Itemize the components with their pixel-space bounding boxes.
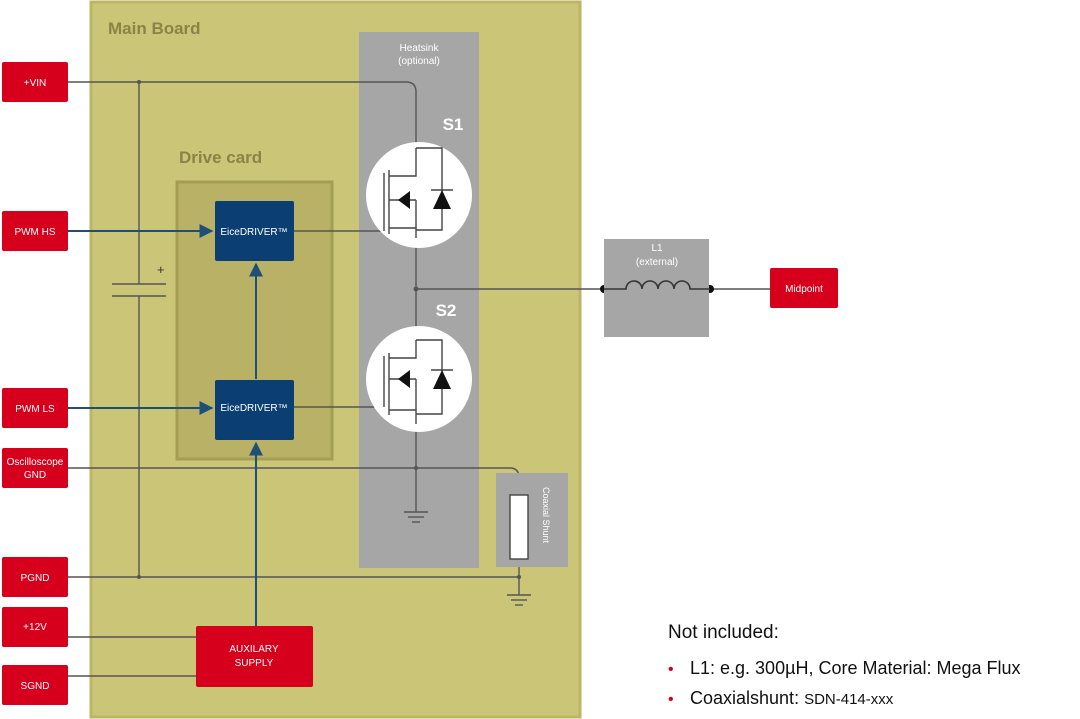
terminal-12v: +12V xyxy=(2,607,68,647)
svg-text:Oscilloscope: Oscilloscope xyxy=(7,457,64,468)
svg-text:PWM HS: PWM HS xyxy=(14,227,55,238)
eicedriver-ls xyxy=(215,380,294,440)
notes-item-inductor: • L1: e.g. 300µH, Core Material: Mega Flu… xyxy=(668,654,1078,684)
not-included-notes: Not included: • L1: e.g. 300µH, Core Mate… xyxy=(668,622,1078,714)
svg-text:Midpoint: Midpoint xyxy=(785,284,823,295)
main-board xyxy=(89,0,582,719)
ground-symbol-s2 xyxy=(404,511,428,523)
svg-text:+VIN: +VIN xyxy=(24,78,47,89)
capacitor-polarity: + xyxy=(157,262,165,277)
s2-label: S2 xyxy=(436,301,457,320)
coaxial-shunt-box xyxy=(496,473,568,567)
terminal-pgnd: PGND xyxy=(2,557,68,597)
notes-title: Not included: xyxy=(668,622,779,643)
svg-text:SGND: SGND xyxy=(21,681,50,692)
bullet-icon: • xyxy=(668,661,674,678)
inductor-label: L1 xyxy=(651,243,663,254)
terminal-pwm-ls: PWM LS xyxy=(2,388,68,428)
inductor-sublabel: (external) xyxy=(636,257,678,268)
capacitor-symbol xyxy=(112,283,166,297)
terminal-vin: +VIN xyxy=(2,62,68,102)
coaxial-shunt-label: Coaxial Shunt xyxy=(541,487,551,544)
svg-text:GND: GND xyxy=(24,470,46,481)
signal-arrows xyxy=(68,224,263,626)
svg-text:PWM LS: PWM LS xyxy=(15,404,55,415)
main-board-title: Main Board xyxy=(108,19,201,38)
eicedriver-ls-label: EiceDRIVER™ xyxy=(220,403,287,414)
eicedriver-hs xyxy=(215,201,294,261)
aux-supply-label-2: SUPPLY xyxy=(235,658,274,669)
bullet-icon: • xyxy=(668,691,674,708)
svg-text:+12V: +12V xyxy=(23,622,47,633)
mosfet-s1 xyxy=(366,142,472,248)
terminal-oscilloscope-gnd: Oscilloscope GND xyxy=(2,448,68,488)
terminal-midpoint: Midpoint xyxy=(770,268,838,308)
mosfet-s2 xyxy=(366,326,472,432)
heatsink-sublabel: (optional) xyxy=(398,56,440,67)
s1-label: S1 xyxy=(443,115,464,134)
ground-symbol-pgnd xyxy=(507,594,531,606)
drive-card-title: Drive card xyxy=(179,148,262,167)
eicedriver-hs-label: EiceDRIVER™ xyxy=(220,227,287,238)
inductor-coil xyxy=(604,280,710,290)
aux-supply-label-1: AUXILARY xyxy=(229,644,279,655)
notes-item-inductor-text: L1: e.g. 300µH, Core Material: Mega Flux xyxy=(690,658,1021,678)
junctions xyxy=(137,80,521,579)
heatsink-label: Heatsink xyxy=(400,43,440,54)
svg-text:PGND: PGND xyxy=(21,573,50,584)
notes-item-shunt-part: SDN-414-xxx xyxy=(804,691,894,708)
notes-item-shunt-text: Coaxialshunt: xyxy=(690,688,805,708)
notes-item-shunt: • Coaxialshunt: SDN-414-xxx xyxy=(668,684,1078,714)
shunt-resistor xyxy=(509,494,529,560)
inductor-box xyxy=(604,239,709,337)
auxiliary-supply xyxy=(196,626,313,687)
heatsink xyxy=(359,32,479,568)
terminal-pwm-hs: PWM HS xyxy=(2,211,68,251)
terminal-sgnd: SGND xyxy=(2,665,68,705)
